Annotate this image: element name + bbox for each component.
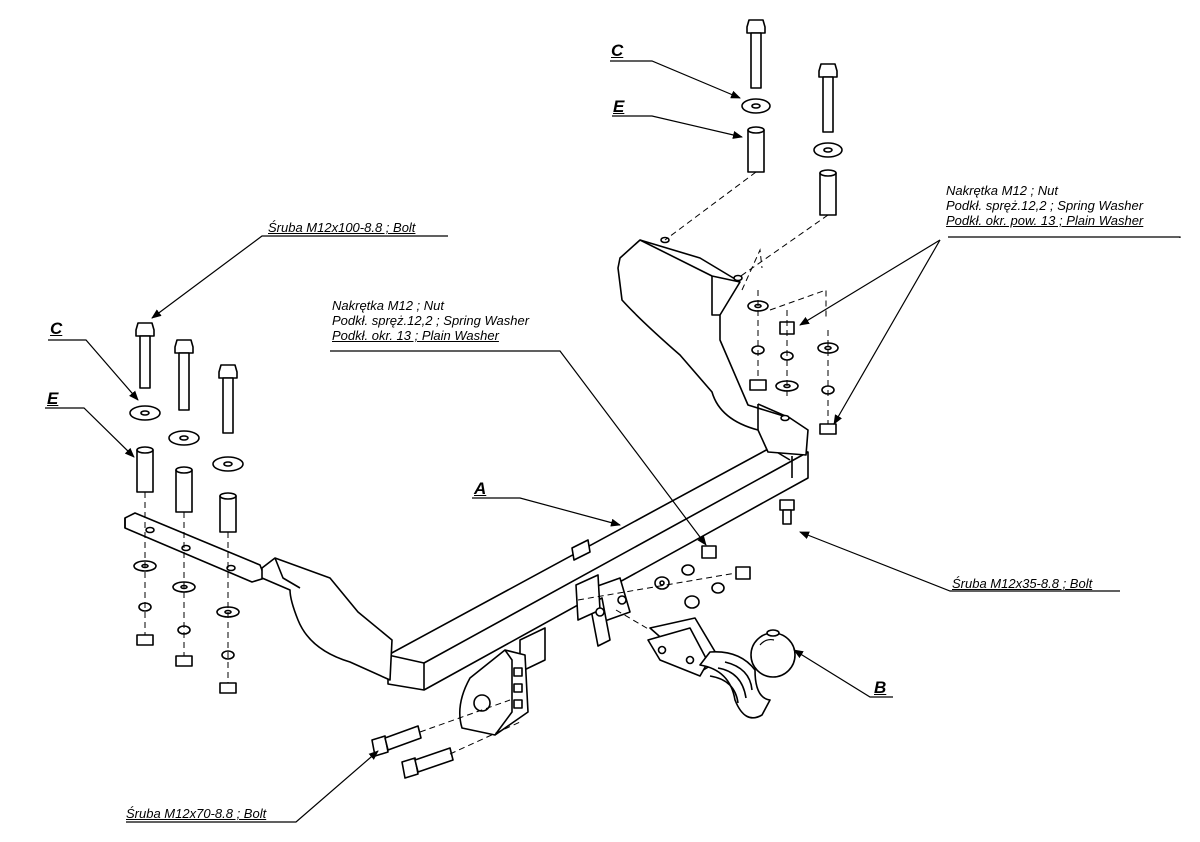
part-letter-a: A (474, 479, 487, 498)
top-bolt-stack-1 (741, 19, 771, 173)
part-letter-c-top: C (611, 41, 624, 60)
nut-right-line-1: Nakrętka M12 ; Nut (946, 183, 1058, 198)
bottom-bolts (371, 725, 454, 779)
left-bolt-stack-2 (168, 339, 200, 667)
left-bolt-stack-1 (129, 322, 161, 646)
label-bolt-m12x100: Śruba M12x100-8.8 ; Bolt (268, 220, 416, 235)
nut-right-line-3: Podkł. okr. pow. 13 ; Plain Washer (946, 213, 1144, 228)
assembly-lines (144, 171, 829, 755)
left-bracket (124, 512, 393, 681)
part-letter-e-left: E (47, 389, 59, 408)
nut-group-center-label: Nakrętka M12 ; Nut Podkł. spręż.12,2 ; S… (332, 298, 529, 343)
nut-right-line-2: Podkł. spręż.12,2 ; Spring Washer (946, 198, 1144, 213)
right-bracket (617, 236, 809, 456)
nut-group-right-label: Nakrętka M12 ; Nut Podkł. spręż.12,2 ; S… (946, 183, 1143, 228)
label-bolt-m12x35: Śruba M12x35-8.8 ; Bolt (952, 576, 1093, 591)
top-bolt-stack-2 (813, 63, 843, 216)
center-mount-bracket (519, 539, 631, 673)
towball (647, 617, 796, 719)
socket-plate (459, 649, 529, 736)
label-bolt-m12x70: Śruba M12x70-8.8 ; Bolt (126, 806, 267, 821)
nut-center-line-3: Podkł. okr. 13 ; Plain Washer (332, 328, 499, 343)
right-hardware (747, 300, 839, 525)
part-letter-c-left: C (50, 319, 63, 338)
nut-center-line-1: Nakrętka M12 ; Nut (332, 298, 444, 313)
part-letter-e-top: E (613, 97, 625, 116)
part-letter-b: B (874, 678, 887, 697)
nut-center-line-2: Podkł. spręż.12,2 ; Spring Washer (332, 313, 530, 328)
leader-lines (45, 60, 1181, 823)
